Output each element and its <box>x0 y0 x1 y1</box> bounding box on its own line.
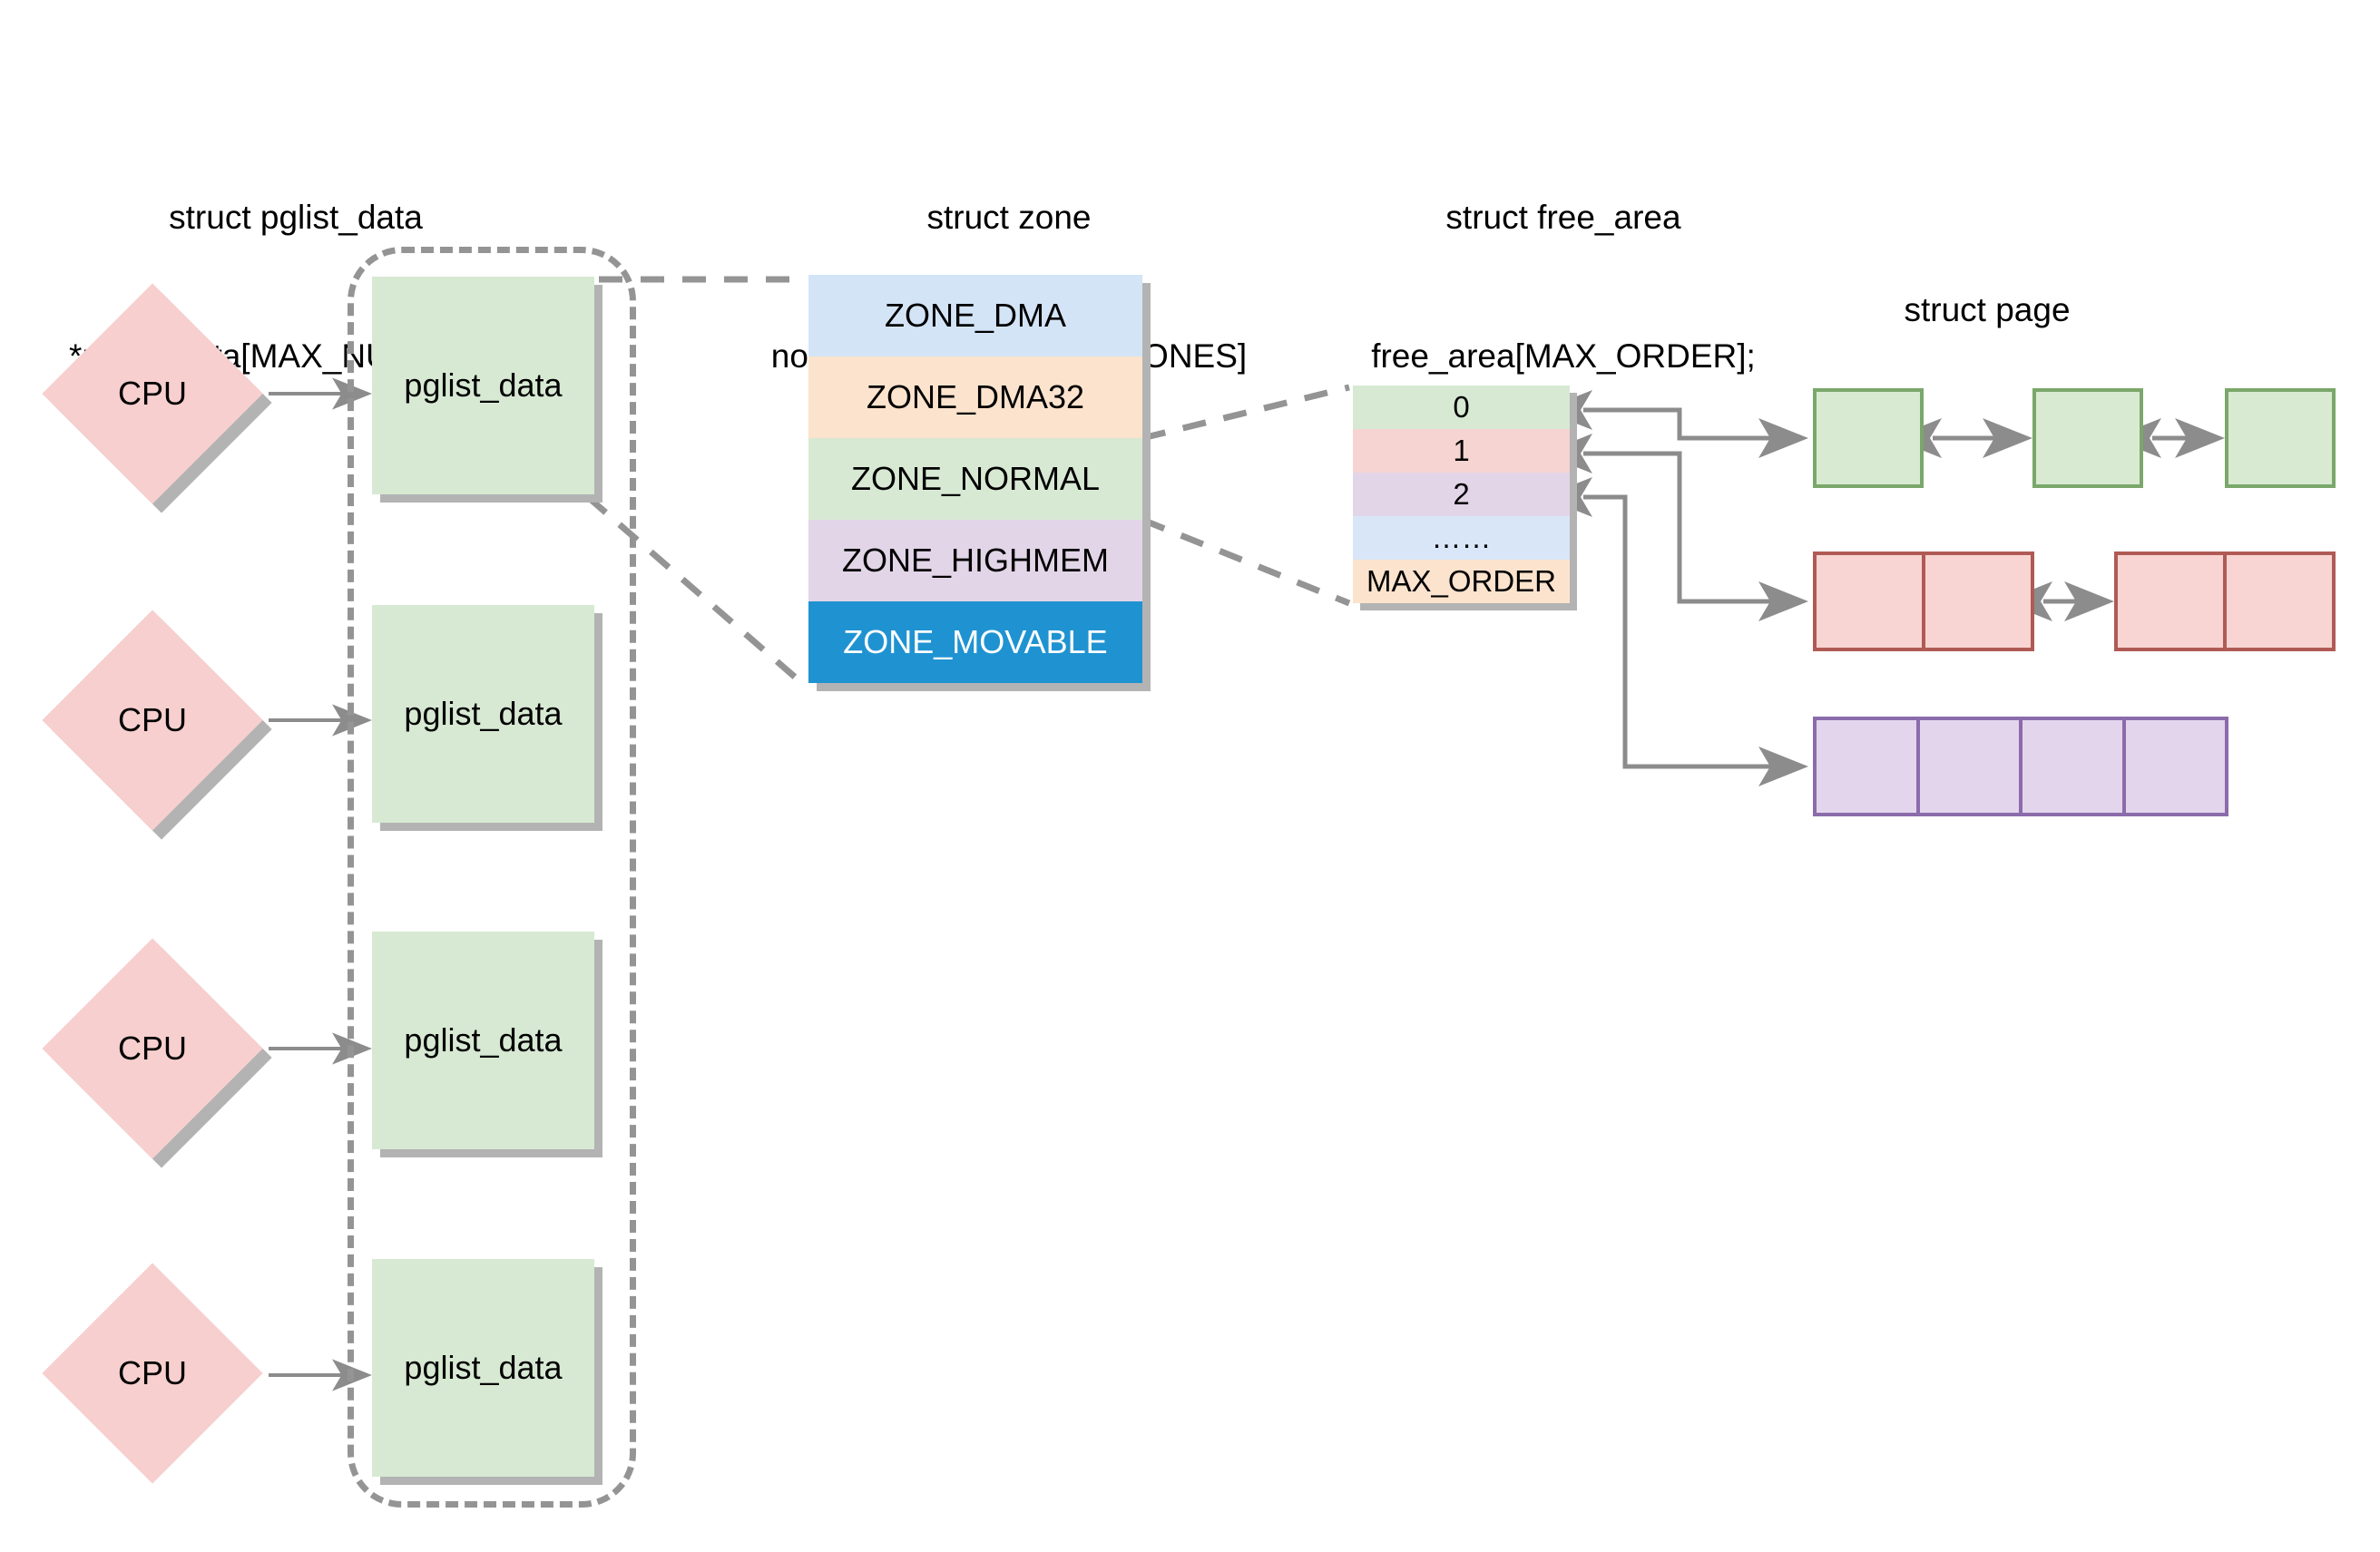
node-data-array-container <box>348 247 636 1508</box>
freearea-1-link <box>1543 434 1808 621</box>
free-area-row: 2 <box>1353 473 1570 516</box>
pglist-data-box: pglist_data <box>372 1259 594 1477</box>
pglist-data-node: pglist_data <box>372 932 602 1157</box>
freearea-2-link <box>1543 477 1808 786</box>
free-area-row: 1 <box>1353 429 1570 473</box>
header-struct-page: struct page <box>1778 102 2196 425</box>
cpu-label: CPU <box>117 1030 187 1067</box>
struct-page-cell <box>1817 720 1916 813</box>
struct-page-cell <box>2118 555 2223 648</box>
free-area-row: 0 <box>1353 386 1570 429</box>
zone-row: ZONE_NORMAL <box>808 438 1142 520</box>
struct-page-cell <box>1817 392 1920 484</box>
struct-page-cell <box>1817 555 1922 648</box>
pglist-data-node: pglist_data <box>372 277 602 503</box>
struct-page-cell <box>1922 555 2031 648</box>
struct-page-cell <box>2223 555 2332 648</box>
struct-page-block <box>1813 717 2228 816</box>
struct-page-block <box>2225 388 2336 488</box>
pglist-data-node: pglist_data <box>372 605 602 831</box>
free-area-row: MAX_ORDER <box>1353 560 1570 603</box>
zone-row: ZONE_MOVABLE <box>808 601 1142 683</box>
header-line-1: struct free_area <box>1445 199 1681 236</box>
header-free-area: struct free_area free_area[MAX_ORDER]; <box>1309 102 1817 472</box>
pglist-data-node: pglist_data <box>372 1259 602 1485</box>
header-line-2: struct page <box>1904 291 2071 328</box>
struct-page-cell <box>1915 720 2020 813</box>
struct-page-cell <box>2228 392 2332 484</box>
struct-page-block <box>2032 388 2143 488</box>
cpu-node: CPU <box>42 610 272 840</box>
zone-row: ZONE_HIGHMEM <box>808 520 1142 601</box>
cpu-label: CPU <box>117 1354 187 1391</box>
cpu-node: CPU <box>42 283 272 513</box>
zone-row: ZONE_DMA <box>808 275 1142 356</box>
pglist-data-box: pglist_data <box>372 932 594 1149</box>
header-line-2: free_area[MAX_ORDER]; <box>1371 337 1756 375</box>
pglist-data-box: pglist_data <box>372 277 594 494</box>
cpu-node: CPU <box>42 1263 263 1484</box>
zone-row: ZONE_DMA32 <box>808 356 1142 438</box>
struct-page-cell <box>2019 720 2122 813</box>
pglist-data-box: pglist_data <box>372 605 594 823</box>
header-line-1: struct zone <box>926 199 1092 236</box>
struct-page-cell <box>2121 720 2226 813</box>
struct-page-block <box>1813 551 2034 651</box>
free-area-row: …… <box>1353 516 1570 560</box>
cpu-label: CPU <box>117 701 187 738</box>
header-line-1: struct pglist_data <box>169 199 423 236</box>
struct-page-cell <box>2036 392 2140 484</box>
struct-page-block <box>1813 388 1924 488</box>
cpu-label: CPU <box>117 375 187 412</box>
cpu-node: CPU <box>42 938 272 1168</box>
struct-page-block <box>2114 551 2336 651</box>
